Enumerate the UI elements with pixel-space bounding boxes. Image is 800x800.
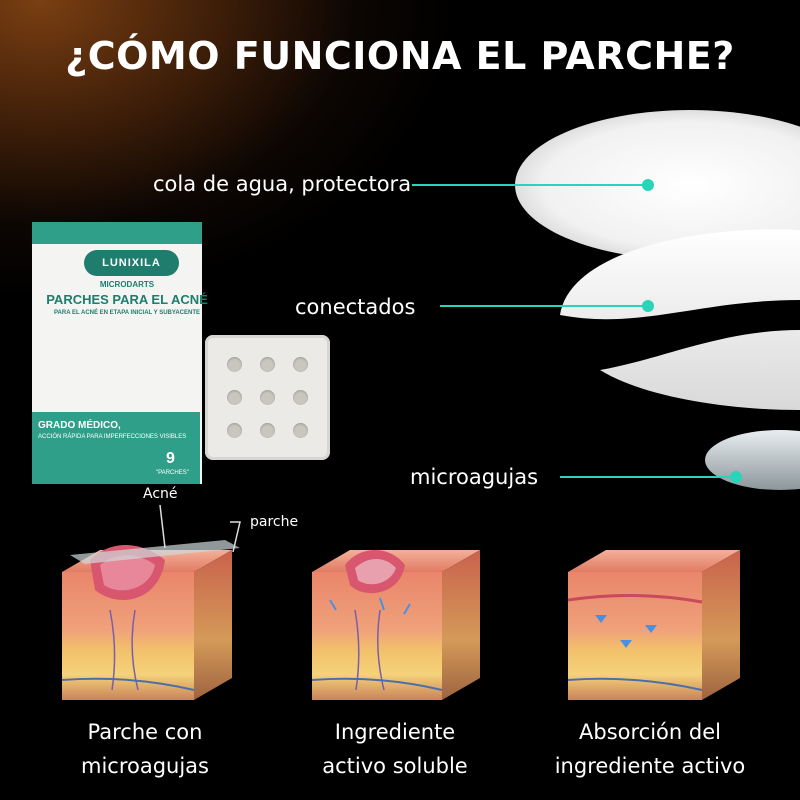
step-caption-2: Ingrediente activo soluble bbox=[295, 715, 495, 783]
step-1-line-1: Parche con bbox=[87, 720, 203, 744]
patch-layers-illustration bbox=[515, 110, 800, 490]
patch-dot bbox=[293, 423, 308, 438]
patch-dot bbox=[260, 357, 275, 372]
patch-sheet bbox=[205, 335, 330, 460]
product-box: LUNIXILA MICRODARTS PARCHES PARA EL ACNÉ… bbox=[32, 222, 208, 484]
protective-layer-label: cola de agua, protectora bbox=[153, 172, 412, 196]
patch-dot bbox=[260, 390, 275, 405]
protective-layer-disc bbox=[515, 110, 800, 260]
page-title: ¿CÓMO FUNCIONA EL PARCHE? bbox=[65, 34, 735, 78]
pointer-dots bbox=[642, 179, 742, 483]
step-3-line-1: Absorción del bbox=[579, 720, 721, 744]
pointer-dot-bottom bbox=[730, 471, 742, 483]
box-line-3: PARA EL ACNÉ EN ETAPA INICIAL Y SUBYACEN… bbox=[53, 310, 201, 316]
step-1-line-2: microagujas bbox=[80, 754, 209, 778]
patch-dot bbox=[260, 423, 275, 438]
box-green-band bbox=[32, 412, 200, 484]
microneedles-label: microagujas bbox=[410, 465, 539, 489]
acne-label-line bbox=[159, 504, 166, 549]
box-count: 9 bbox=[166, 450, 175, 467]
connector-layer-ring bbox=[560, 229, 800, 410]
pointer-lines bbox=[412, 184, 736, 478]
box-grade: GRADO MÉDICO, bbox=[38, 420, 121, 431]
brand-logo: LUNIXILA bbox=[84, 250, 179, 276]
box-grade-sub: ACCIÓN RÁPIDA PARA IMPERFECCIONES VISIBL… bbox=[38, 434, 187, 440]
acne-label: Acné bbox=[143, 486, 178, 502]
box-line-1: MICRODARTS bbox=[99, 280, 155, 289]
box-line-2: PARCHES PARA EL ACNÉ bbox=[46, 292, 208, 307]
step-2-line-2: activo soluble bbox=[322, 754, 468, 778]
step-2-line-1: Ingrediente bbox=[334, 720, 456, 744]
microneedle-layer-disc bbox=[705, 430, 800, 490]
box-count-label: "PARCHES" bbox=[156, 470, 189, 476]
patch-dot bbox=[293, 357, 308, 372]
step-caption-3: Absorción del ingrediente activo bbox=[540, 715, 760, 783]
patch-dot bbox=[227, 390, 242, 405]
skin-block-3 bbox=[567, 550, 740, 700]
pointer-dot-top bbox=[642, 179, 654, 191]
step-caption-1: Parche con microagujas bbox=[45, 715, 245, 783]
patch-label: parche bbox=[250, 514, 299, 530]
patch-dot bbox=[293, 390, 308, 405]
patch-dot bbox=[227, 357, 242, 372]
pointer-dot-middle bbox=[642, 300, 654, 312]
step-3-line-2: ingrediente activo bbox=[554, 754, 746, 778]
patch-dot bbox=[227, 423, 242, 438]
patch-label-line bbox=[230, 521, 241, 553]
skin-block-2 bbox=[311, 550, 480, 700]
connected-layer-label: conectados bbox=[295, 295, 416, 319]
skin-block-1 bbox=[61, 540, 240, 700]
